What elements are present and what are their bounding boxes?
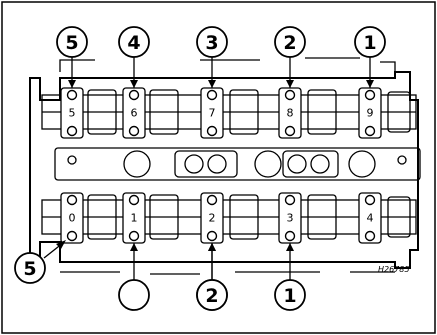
- top-cap-number: 8: [287, 107, 294, 120]
- bottom-cap-number: 3: [287, 212, 294, 225]
- top-bolt-lower[interactable]: [206, 125, 218, 137]
- top-cap-4: 8: [278, 87, 302, 139]
- top-bolt-lower[interactable]: [128, 125, 140, 137]
- top-callout-4: 2: [274, 26, 306, 88]
- top-callout-3: 3: [196, 26, 228, 88]
- bottom-main-callout-label: 2: [205, 285, 218, 307]
- bottom-bolt-lower[interactable]: [128, 230, 140, 242]
- bottom-bolt-lower[interactable]: [66, 230, 78, 242]
- bottom-bolt-upper[interactable]: [66, 194, 78, 206]
- top-callout-label: 3: [205, 32, 218, 54]
- top-cap-number: 5: [69, 107, 76, 120]
- bottom-bolt-lower[interactable]: [364, 230, 376, 242]
- top-cap-5: 9: [358, 87, 382, 139]
- top-cap-1: 5: [60, 87, 84, 139]
- bottom-bolt-upper[interactable]: [284, 194, 296, 206]
- bottom-cap-5: 4: [358, 192, 382, 244]
- bottom-main-callout-4: 1: [274, 243, 306, 311]
- top-bolt-upper[interactable]: [128, 89, 140, 101]
- top-callout-label: 2: [283, 32, 296, 54]
- top-bolt-upper[interactable]: [66, 89, 78, 101]
- bottom-camshaft: [41, 194, 417, 240]
- bottom-callout-5: 5: [14, 240, 66, 284]
- top-bolt-upper[interactable]: [284, 89, 296, 101]
- bottom-callout-label: 5: [23, 258, 36, 280]
- top-cap-3: 7: [200, 87, 224, 139]
- bottom-callouts: 43215: [14, 240, 306, 311]
- bottom-cap-number: 0: [69, 212, 76, 225]
- top-bolt-upper[interactable]: [364, 89, 376, 101]
- bottom-bolt-upper[interactable]: [128, 194, 140, 206]
- bottom-bolt-upper[interactable]: [364, 194, 376, 206]
- top-cap-2: 6: [122, 87, 146, 139]
- top-cap-number: 7: [209, 107, 216, 120]
- bottom-cap-2: 1: [122, 192, 146, 244]
- centre-gallery: [54, 147, 421, 181]
- bottom-cap-3: 2: [200, 192, 224, 244]
- bottom-cap-number: 2: [209, 212, 216, 225]
- top-callout-label: 4: [127, 32, 140, 54]
- bottom-bolt-upper[interactable]: [206, 194, 218, 206]
- top-bearing-caps: 5 6 7 8 9: [60, 87, 382, 139]
- bottom-bolt-lower[interactable]: [284, 230, 296, 242]
- top-cap-number: 6: [131, 107, 138, 120]
- top-camshaft: [41, 89, 417, 135]
- top-bolt-lower[interactable]: [284, 125, 296, 137]
- top-bolt-lower[interactable]: [364, 125, 376, 137]
- bottom-main-callout-label: 1: [283, 285, 296, 307]
- bottom-cap-number: 4: [367, 212, 374, 225]
- bottom-cap-number: 1: [131, 212, 138, 225]
- bottom-cap-4: 3: [278, 192, 302, 244]
- top-bolt-upper[interactable]: [206, 89, 218, 101]
- top-callout-1: 5: [56, 26, 88, 88]
- top-cap-number: 9: [367, 107, 374, 120]
- bottom-bolt-lower[interactable]: [206, 230, 218, 242]
- top-callout-label: 1: [363, 32, 376, 54]
- top-callout-5: 1: [354, 26, 386, 88]
- top-callout-2: 4: [118, 26, 150, 88]
- bottom-cap-1: 0: [60, 192, 84, 244]
- bottom-main-callout-3: 2: [196, 243, 228, 311]
- reference-code: H26785: [378, 265, 409, 274]
- top-callouts: 5 4 3 2 1: [56, 26, 386, 88]
- top-callout-label: 5: [65, 32, 78, 54]
- top-bolt-lower[interactable]: [66, 125, 78, 137]
